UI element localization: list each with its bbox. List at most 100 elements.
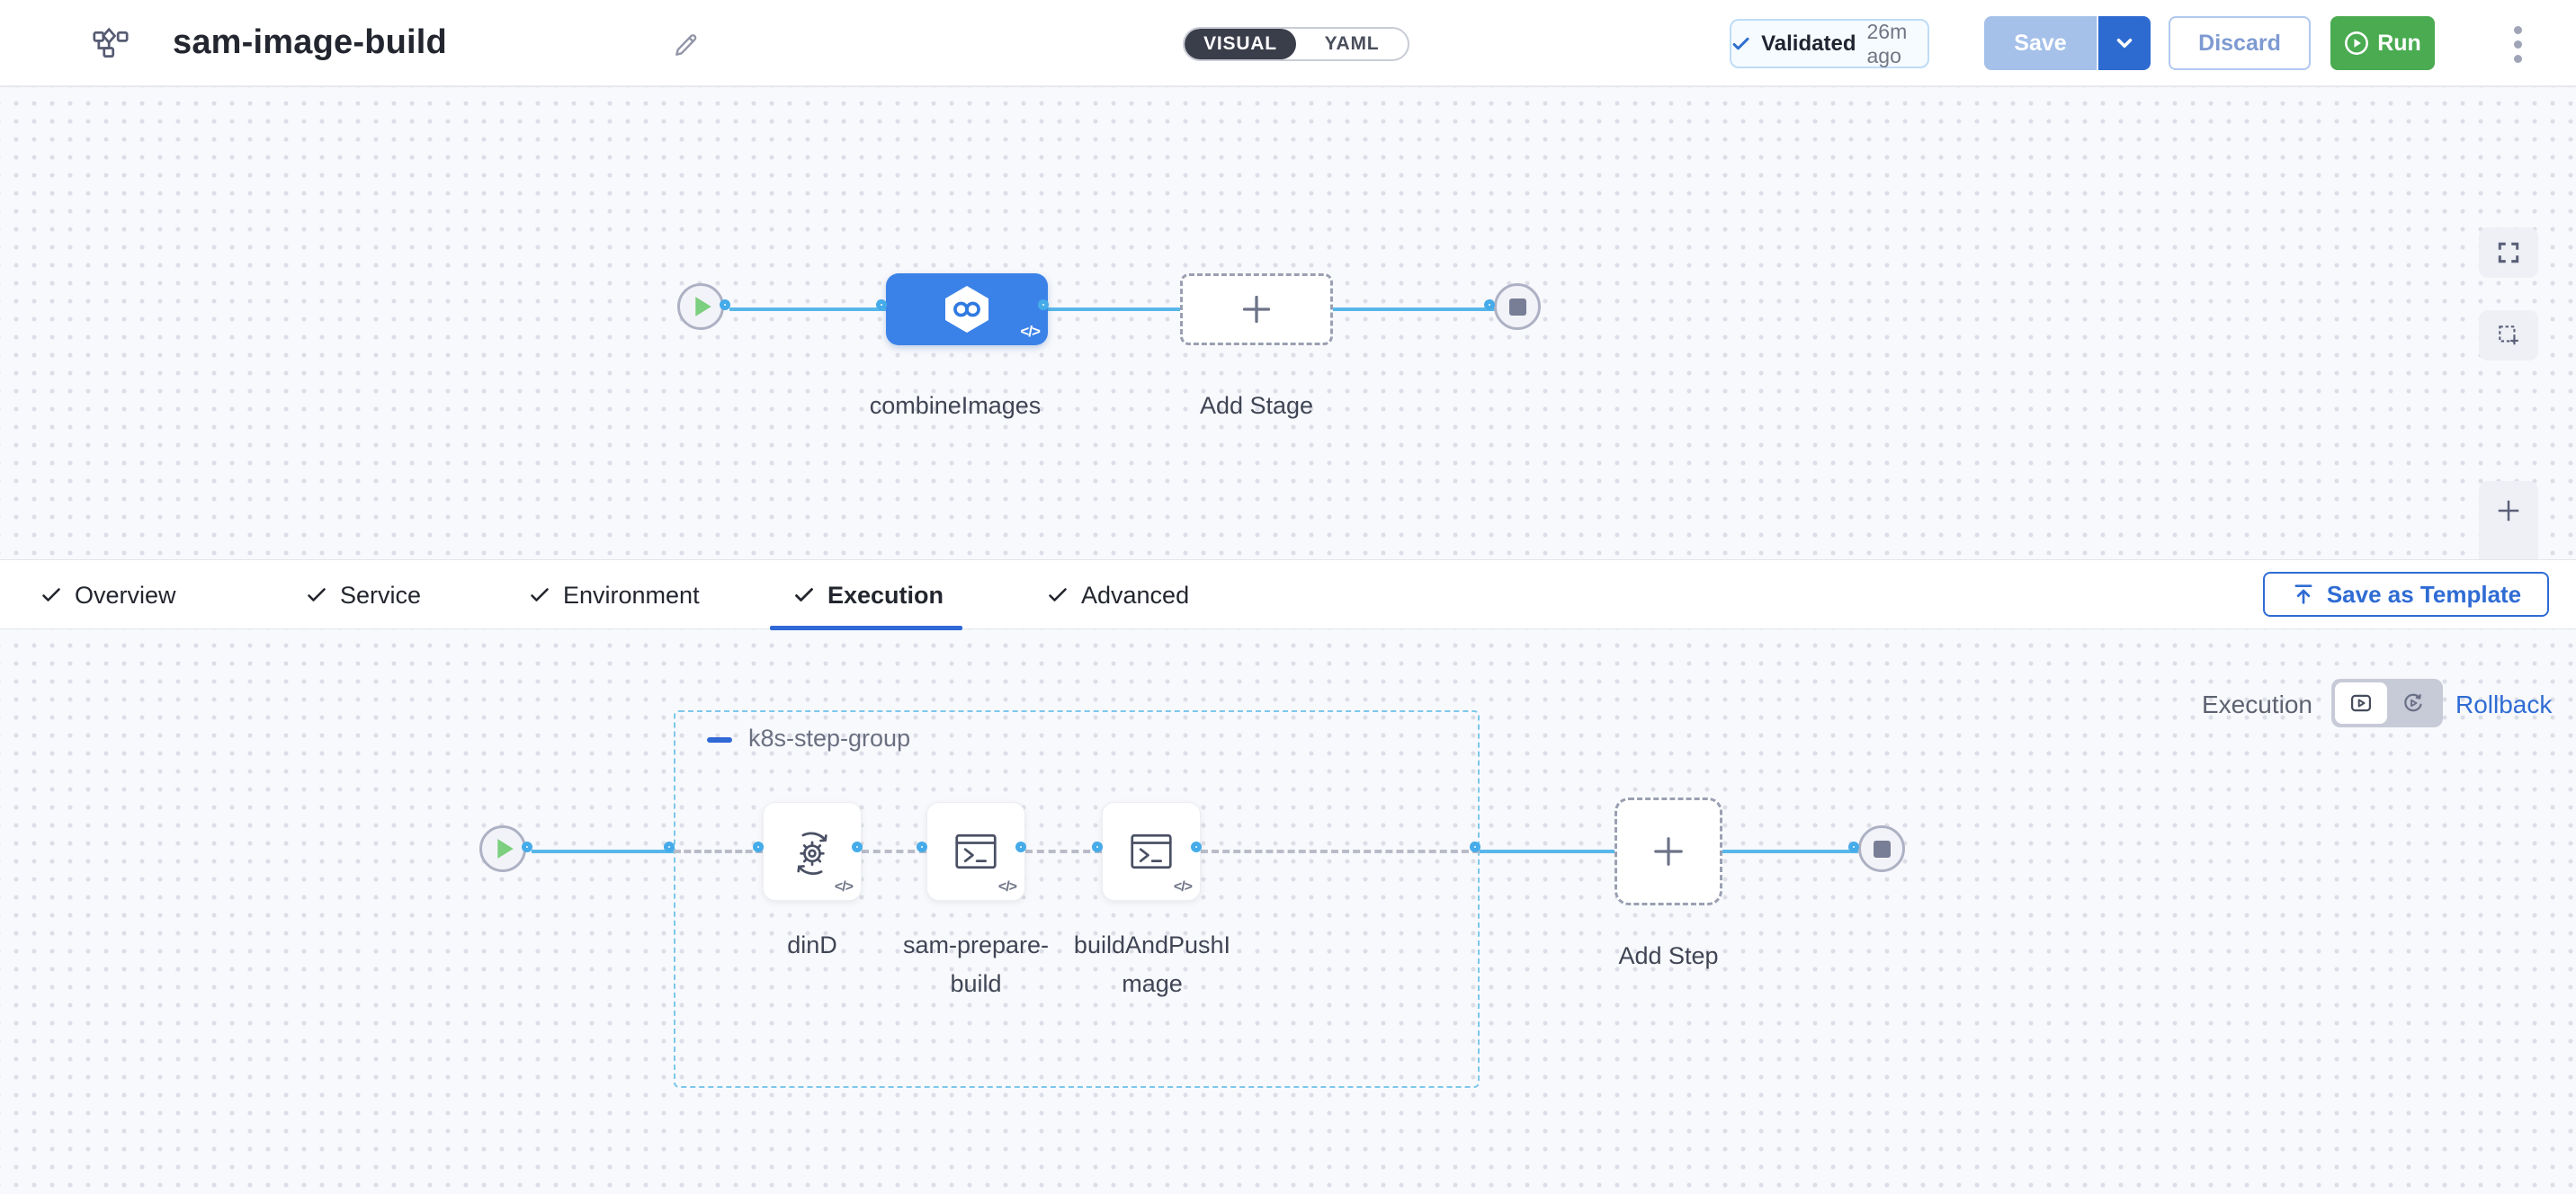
tab-label: Environment	[563, 581, 700, 609]
run-script-terminal-icon	[1131, 833, 1172, 869]
fullscreen-icon	[2498, 242, 2519, 263]
active-tab-indicator	[770, 626, 962, 630]
execution-canvas[interactable]	[0, 629, 2576, 1194]
run-script-terminal-icon	[955, 833, 997, 869]
connector-dot	[1015, 842, 1026, 852]
step-code-badge[interactable]: </>	[834, 879, 854, 895]
step-group-label[interactable]: k8s-step-group	[748, 725, 911, 752]
chevron-down-icon	[2116, 39, 2133, 48]
execution-end-node[interactable]	[1858, 825, 1905, 872]
custom-stage-hexagon-icon	[945, 286, 988, 333]
pipeline-end-node[interactable]	[1494, 283, 1541, 330]
start-play-icon	[496, 839, 514, 859]
connector-dot	[753, 842, 764, 852]
connector-dot	[1848, 842, 1859, 852]
connector-dot	[1092, 842, 1103, 852]
tab-execution[interactable]: Execution	[793, 560, 944, 630]
execution-play-box-icon	[2350, 694, 2372, 712]
pipeline-tabs: Overview Service Environment Execution A…	[0, 559, 2576, 630]
stage-combineimages[interactable]: </>	[886, 273, 1048, 345]
connector-dot	[917, 842, 927, 852]
check-icon	[42, 588, 60, 601]
marquee-select-icon	[2499, 325, 2518, 345]
step-label-sam-prepare-build[interactable]: sam-prepare-build	[902, 931, 1050, 998]
add-step-label[interactable]: Add Step	[1618, 942, 1719, 969]
connector-dot	[852, 842, 863, 852]
zoom-in-button[interactable]	[2479, 481, 2538, 540]
pipeline-title: sam-image-build	[173, 23, 447, 61]
save-as-template-label: Save as Template	[2326, 580, 2522, 608]
visual-toggle-button[interactable]: VISUAL	[1185, 29, 1296, 59]
plus-icon	[1242, 295, 1271, 324]
save-as-template-button[interactable]: Save as Template	[2263, 572, 2549, 617]
execution-view-button[interactable]	[2335, 682, 2387, 724]
discard-button[interactable]: Discard	[2169, 16, 2311, 70]
pipeline-start-node[interactable]	[677, 283, 724, 330]
connector-dot	[1470, 842, 1480, 852]
tab-environment[interactable]: Environment	[529, 560, 700, 630]
execution-rollback-toggle	[2331, 679, 2443, 727]
connector-dot	[1191, 842, 1202, 852]
step-buildandpushimage[interactable]: </>	[1102, 802, 1201, 901]
tab-service[interactable]: Service	[306, 560, 421, 630]
connector-dot	[664, 842, 675, 852]
tab-overview[interactable]: Overview	[40, 560, 176, 630]
fullscreen-button[interactable]	[2479, 227, 2538, 278]
check-icon	[795, 588, 813, 601]
validated-badge[interactable]: Validated 26m ago	[1730, 19, 1929, 68]
background-step-gear-icon	[797, 832, 827, 875]
rollback-circular-play-icon	[2404, 693, 2422, 712]
execution-start-node[interactable]	[479, 825, 526, 872]
add-stage-label[interactable]: Add Stage	[1199, 392, 1314, 419]
validated-label: Validated	[1761, 31, 1856, 56]
check-icon	[308, 588, 326, 601]
yaml-toggle-button[interactable]: YAML	[1324, 33, 1380, 54]
upload-icon	[2294, 584, 2312, 604]
check-icon	[1732, 37, 1749, 49]
stage-canvas[interactable]: </> combineImages Add Stage	[0, 87, 2576, 600]
run-play-icon	[2345, 31, 2369, 55]
tab-label: Advanced	[1081, 581, 1190, 609]
save-button[interactable]: Save	[1984, 16, 2097, 70]
more-options-menu[interactable]	[2504, 22, 2531, 67]
run-button[interactable]: Run	[2330, 16, 2435, 70]
multi-select-button[interactable]	[2479, 310, 2538, 361]
pipeline-icon	[93, 27, 129, 58]
check-icon	[531, 588, 549, 601]
rollback-view-button[interactable]	[2387, 682, 2439, 724]
stage-code-badge[interactable]: </>	[1020, 323, 1041, 340]
start-play-icon	[694, 297, 711, 316]
step-label-buildandpushimage[interactable]: buildAndPushImage	[1073, 931, 1231, 998]
tab-advanced[interactable]: Advanced	[1047, 560, 1189, 630]
connector-dot	[1484, 299, 1495, 310]
plus-icon	[2498, 500, 2519, 521]
step-sam-prepare-build[interactable]: </>	[926, 802, 1025, 901]
stage-name-label[interactable]: combineImages	[869, 392, 1042, 419]
tab-label: Execution	[827, 581, 944, 609]
collapse-group-icon[interactable]	[707, 737, 732, 743]
connector-dot	[522, 842, 532, 852]
stop-icon	[1873, 840, 1891, 858]
connector-dot	[876, 299, 887, 310]
step-dind[interactable]: </>	[763, 802, 862, 901]
connector-dot	[1038, 299, 1049, 310]
step-code-badge[interactable]: </>	[997, 879, 1017, 895]
add-stage-button[interactable]	[1180, 273, 1333, 345]
check-icon	[1049, 588, 1067, 601]
tab-label: Service	[340, 581, 422, 609]
connector-dot	[720, 299, 730, 310]
save-menu-button[interactable]	[2097, 16, 2151, 70]
edit-pencil-icon[interactable]	[672, 31, 701, 59]
stop-icon	[1508, 298, 1526, 316]
execution-mode-label: Execution	[2202, 691, 2312, 718]
step-group-k8s[interactable]	[674, 710, 1480, 1088]
run-label: Run	[2377, 30, 2421, 56]
header-bar: sam-image-build VISUAL YAML Validated 26…	[0, 0, 2576, 87]
step-code-badge[interactable]: </>	[1173, 879, 1193, 895]
validated-time: 26m ago	[1866, 19, 1908, 67]
step-label-dind[interactable]: dinD	[787, 931, 837, 958]
add-step-button[interactable]	[1614, 797, 1722, 905]
rollback-link[interactable]: Rollback	[2455, 691, 2553, 718]
plus-icon	[1654, 837, 1683, 866]
